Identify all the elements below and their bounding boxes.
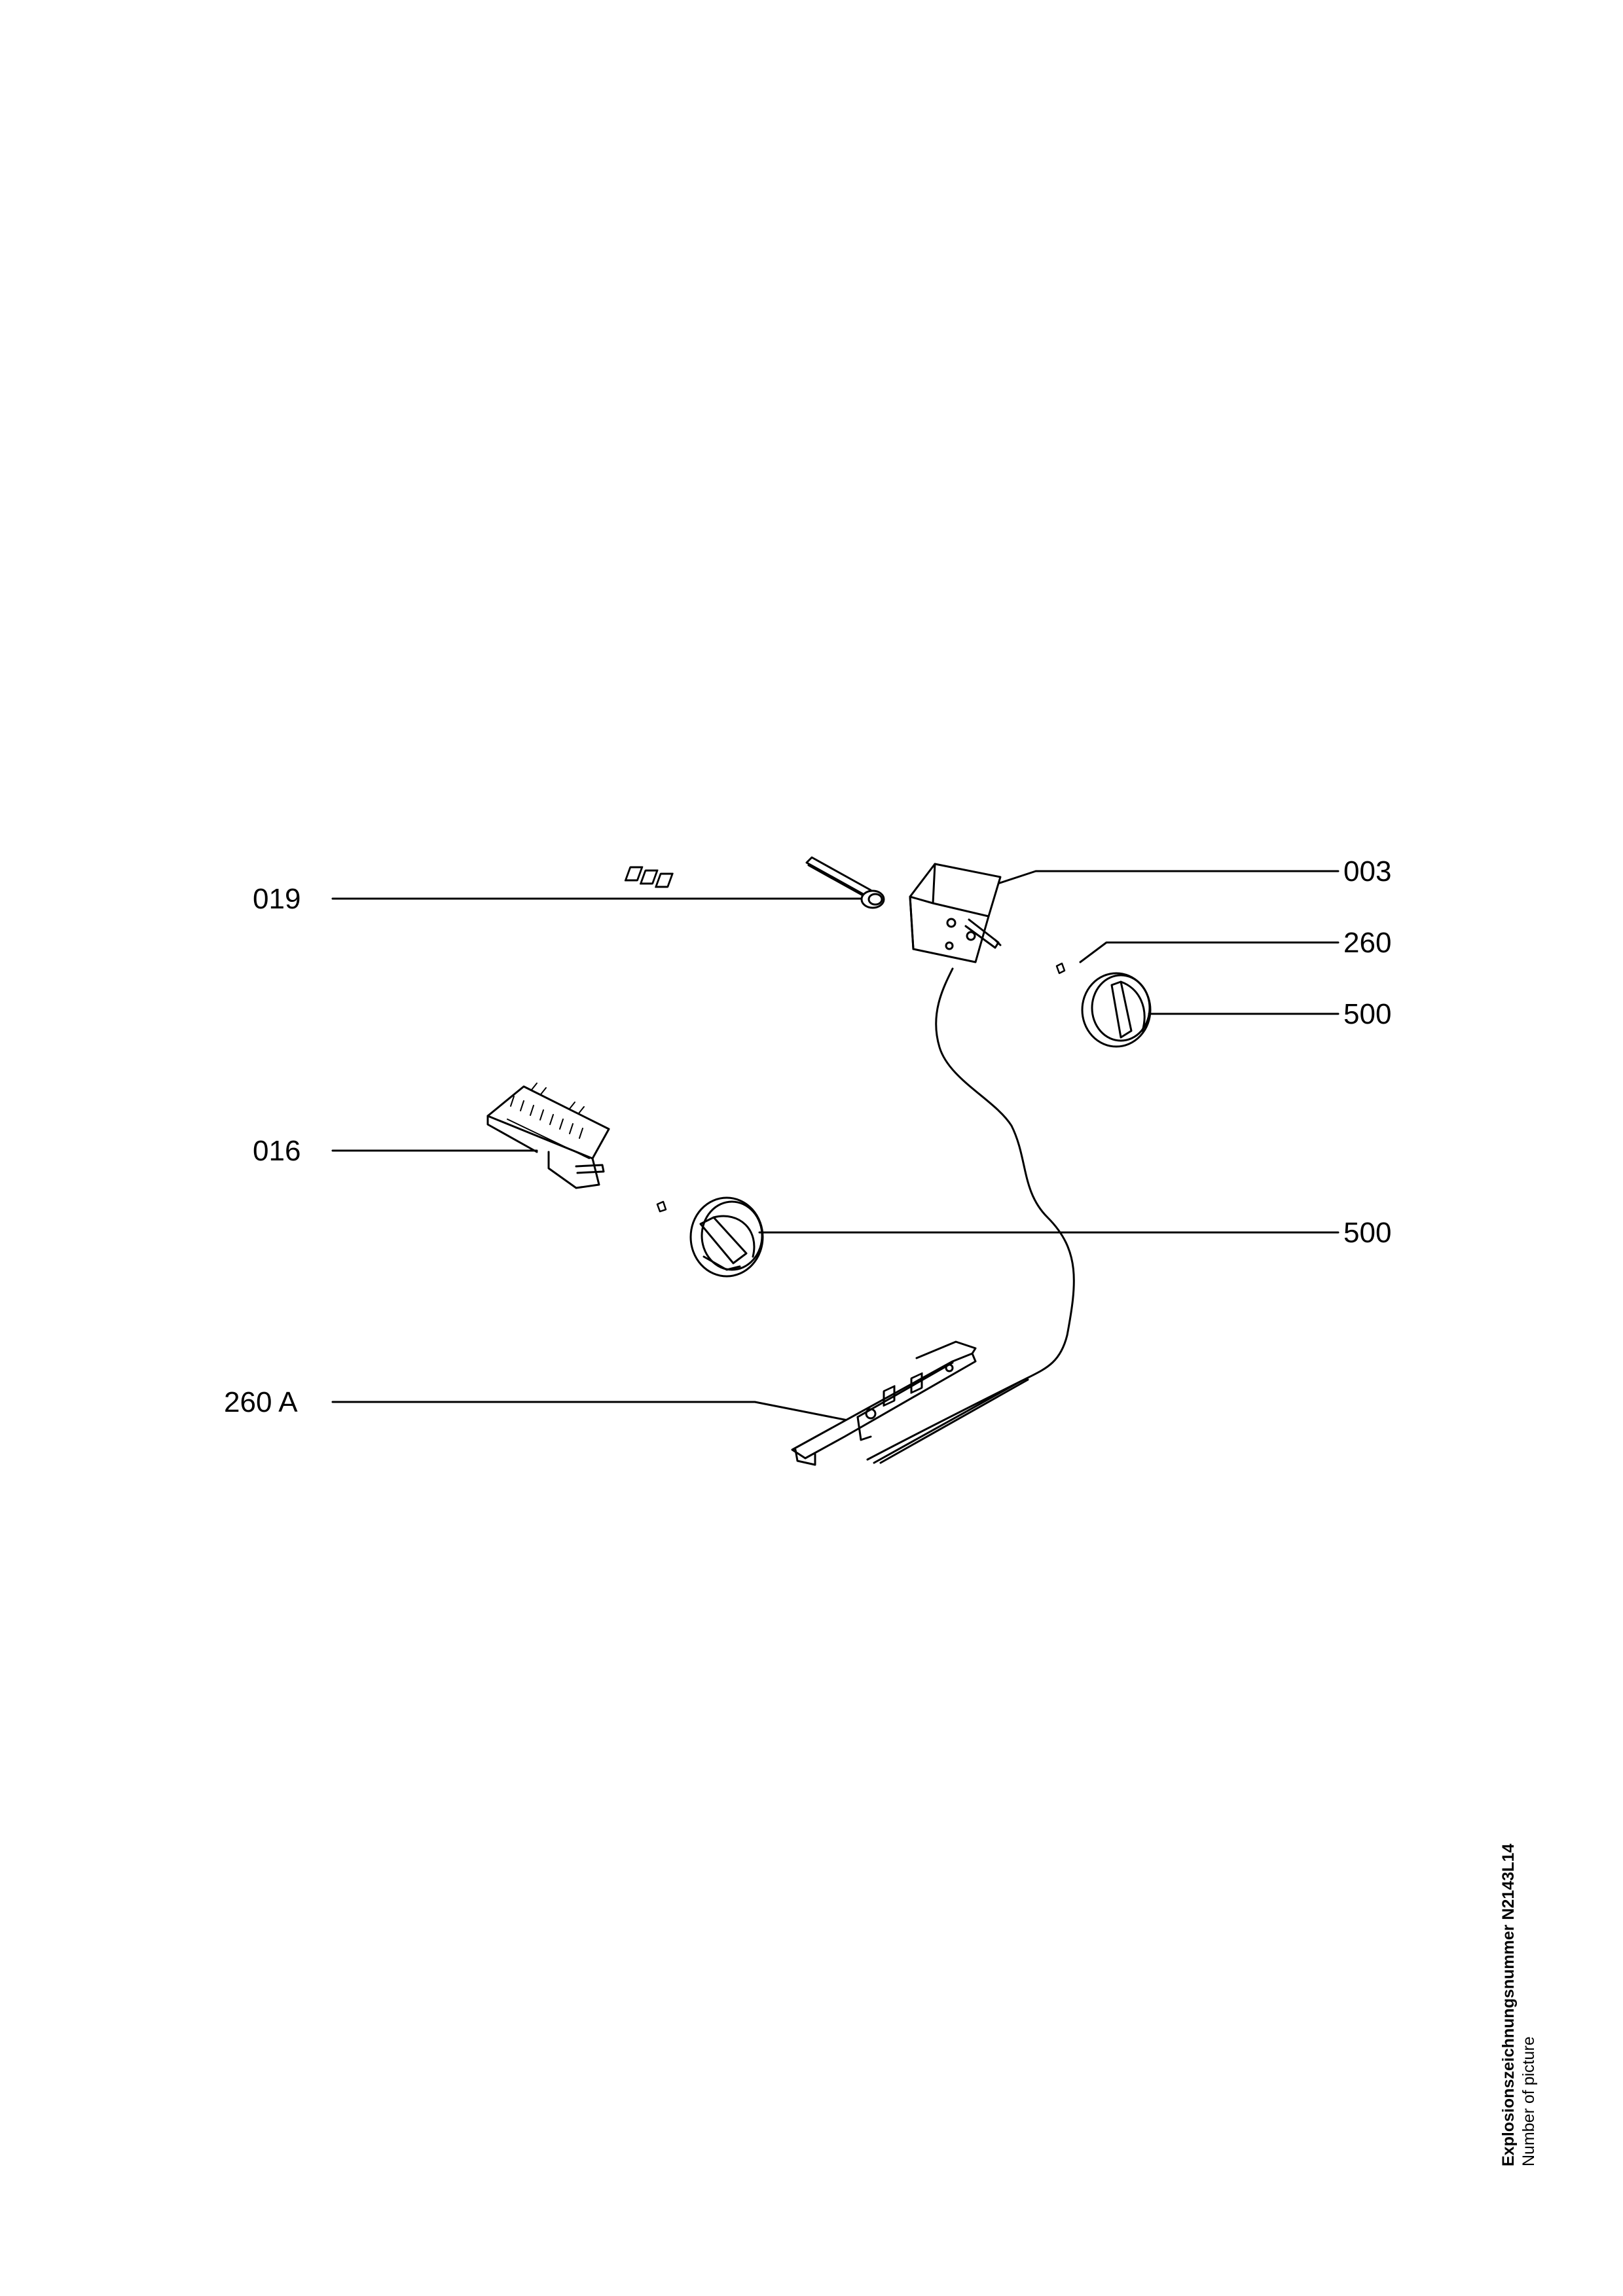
part-500-knob-bottom — [689, 1196, 764, 1278]
callout-016: 016 — [253, 1135, 301, 1167]
callout-260a: 260 A — [224, 1386, 298, 1418]
callout-500-top: 500 — [1343, 998, 1392, 1030]
leader-003 — [981, 870, 1340, 890]
part-260-clip — [1055, 962, 1066, 975]
capillary-wire — [866, 967, 1075, 1461]
part-016-selector-switch — [486, 1083, 610, 1189]
callout-019: 019 — [253, 883, 301, 915]
callout-003: 003 — [1343, 855, 1392, 888]
part-260-clip-lower — [656, 1200, 667, 1213]
part-500-knob-top — [1081, 972, 1152, 1048]
callout-500-bottom: 500 — [1343, 1217, 1392, 1249]
drawing-number-label: Explosionszeichnungsnummer N2143L14 — [1499, 1843, 1518, 2166]
number-of-picture-label: Number of picture — [1520, 2036, 1538, 2166]
part-019-lamp — [805, 856, 885, 909]
leader-260a — [331, 1401, 856, 1423]
part-260a-bracket — [791, 1340, 1029, 1466]
leader-260 — [1079, 941, 1340, 963]
leader-lines — [331, 870, 1340, 1423]
part-003-thermostat — [624, 863, 1002, 963]
callout-260: 260 — [1343, 927, 1392, 959]
